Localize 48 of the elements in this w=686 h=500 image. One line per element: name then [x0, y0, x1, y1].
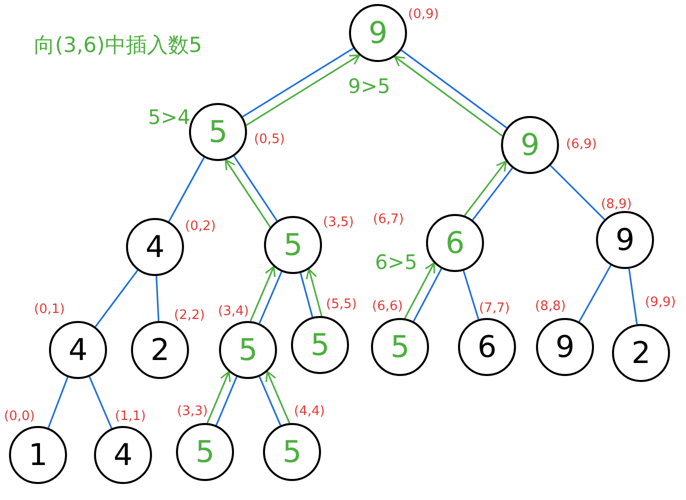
arrow [250, 266, 276, 322]
range-label: (8,8) [535, 298, 566, 316]
tree-edge [48, 376, 68, 428]
range-label: (6,6) [372, 298, 403, 316]
arrow [394, 56, 503, 137]
range-label: (3,5) [323, 214, 354, 232]
arrow [266, 370, 290, 424]
range-label: (0,2) [185, 218, 216, 236]
tree-edge [628, 268, 638, 324]
range-label: (5,5) [326, 296, 357, 314]
range-label: (6,7) [373, 211, 404, 229]
tree-edge [300, 272, 314, 318]
arrow [464, 160, 507, 216]
tree-edge [168, 157, 205, 222]
range-label: (9,9) [645, 294, 676, 312]
arrow [206, 371, 231, 424]
tree-edge [88, 376, 112, 429]
tree-edge [258, 271, 282, 324]
tree-edge [462, 270, 480, 320]
arrow [404, 262, 436, 319]
tree-edge [233, 156, 278, 222]
range-label: (0,1) [34, 301, 65, 319]
tree-edge [258, 376, 282, 426]
range-label: (0,5) [254, 131, 285, 149]
tree-edge [400, 50, 508, 128]
range-label: (0,9) [408, 6, 439, 24]
tree-edge [550, 164, 606, 220]
arrow [224, 159, 271, 228]
tree-edge [242, 48, 354, 118]
range-label: (0,0) [4, 408, 35, 426]
tree-edge [156, 276, 160, 322]
range-label: (3,4) [218, 303, 249, 321]
comparison-note: 5>4 [148, 104, 190, 131]
arrow [306, 268, 322, 316]
range-label: (4,4) [294, 403, 325, 421]
tree-edge [472, 168, 513, 220]
tree-edge [578, 264, 612, 322]
range-label: (6,9) [566, 136, 597, 154]
range-label: (8,9) [601, 196, 632, 214]
range-label: (7,7) [479, 300, 510, 318]
tree-edge [412, 268, 442, 322]
title: 向(3,6)中插入数5 [34, 32, 202, 59]
tree-edge [94, 270, 138, 328]
range-label: (1,1) [115, 408, 146, 426]
comparison-note: 9>5 [348, 73, 390, 100]
comparison-note: 6>5 [375, 249, 418, 276]
arrow [246, 54, 360, 126]
range-label: (3,3) [177, 403, 208, 421]
